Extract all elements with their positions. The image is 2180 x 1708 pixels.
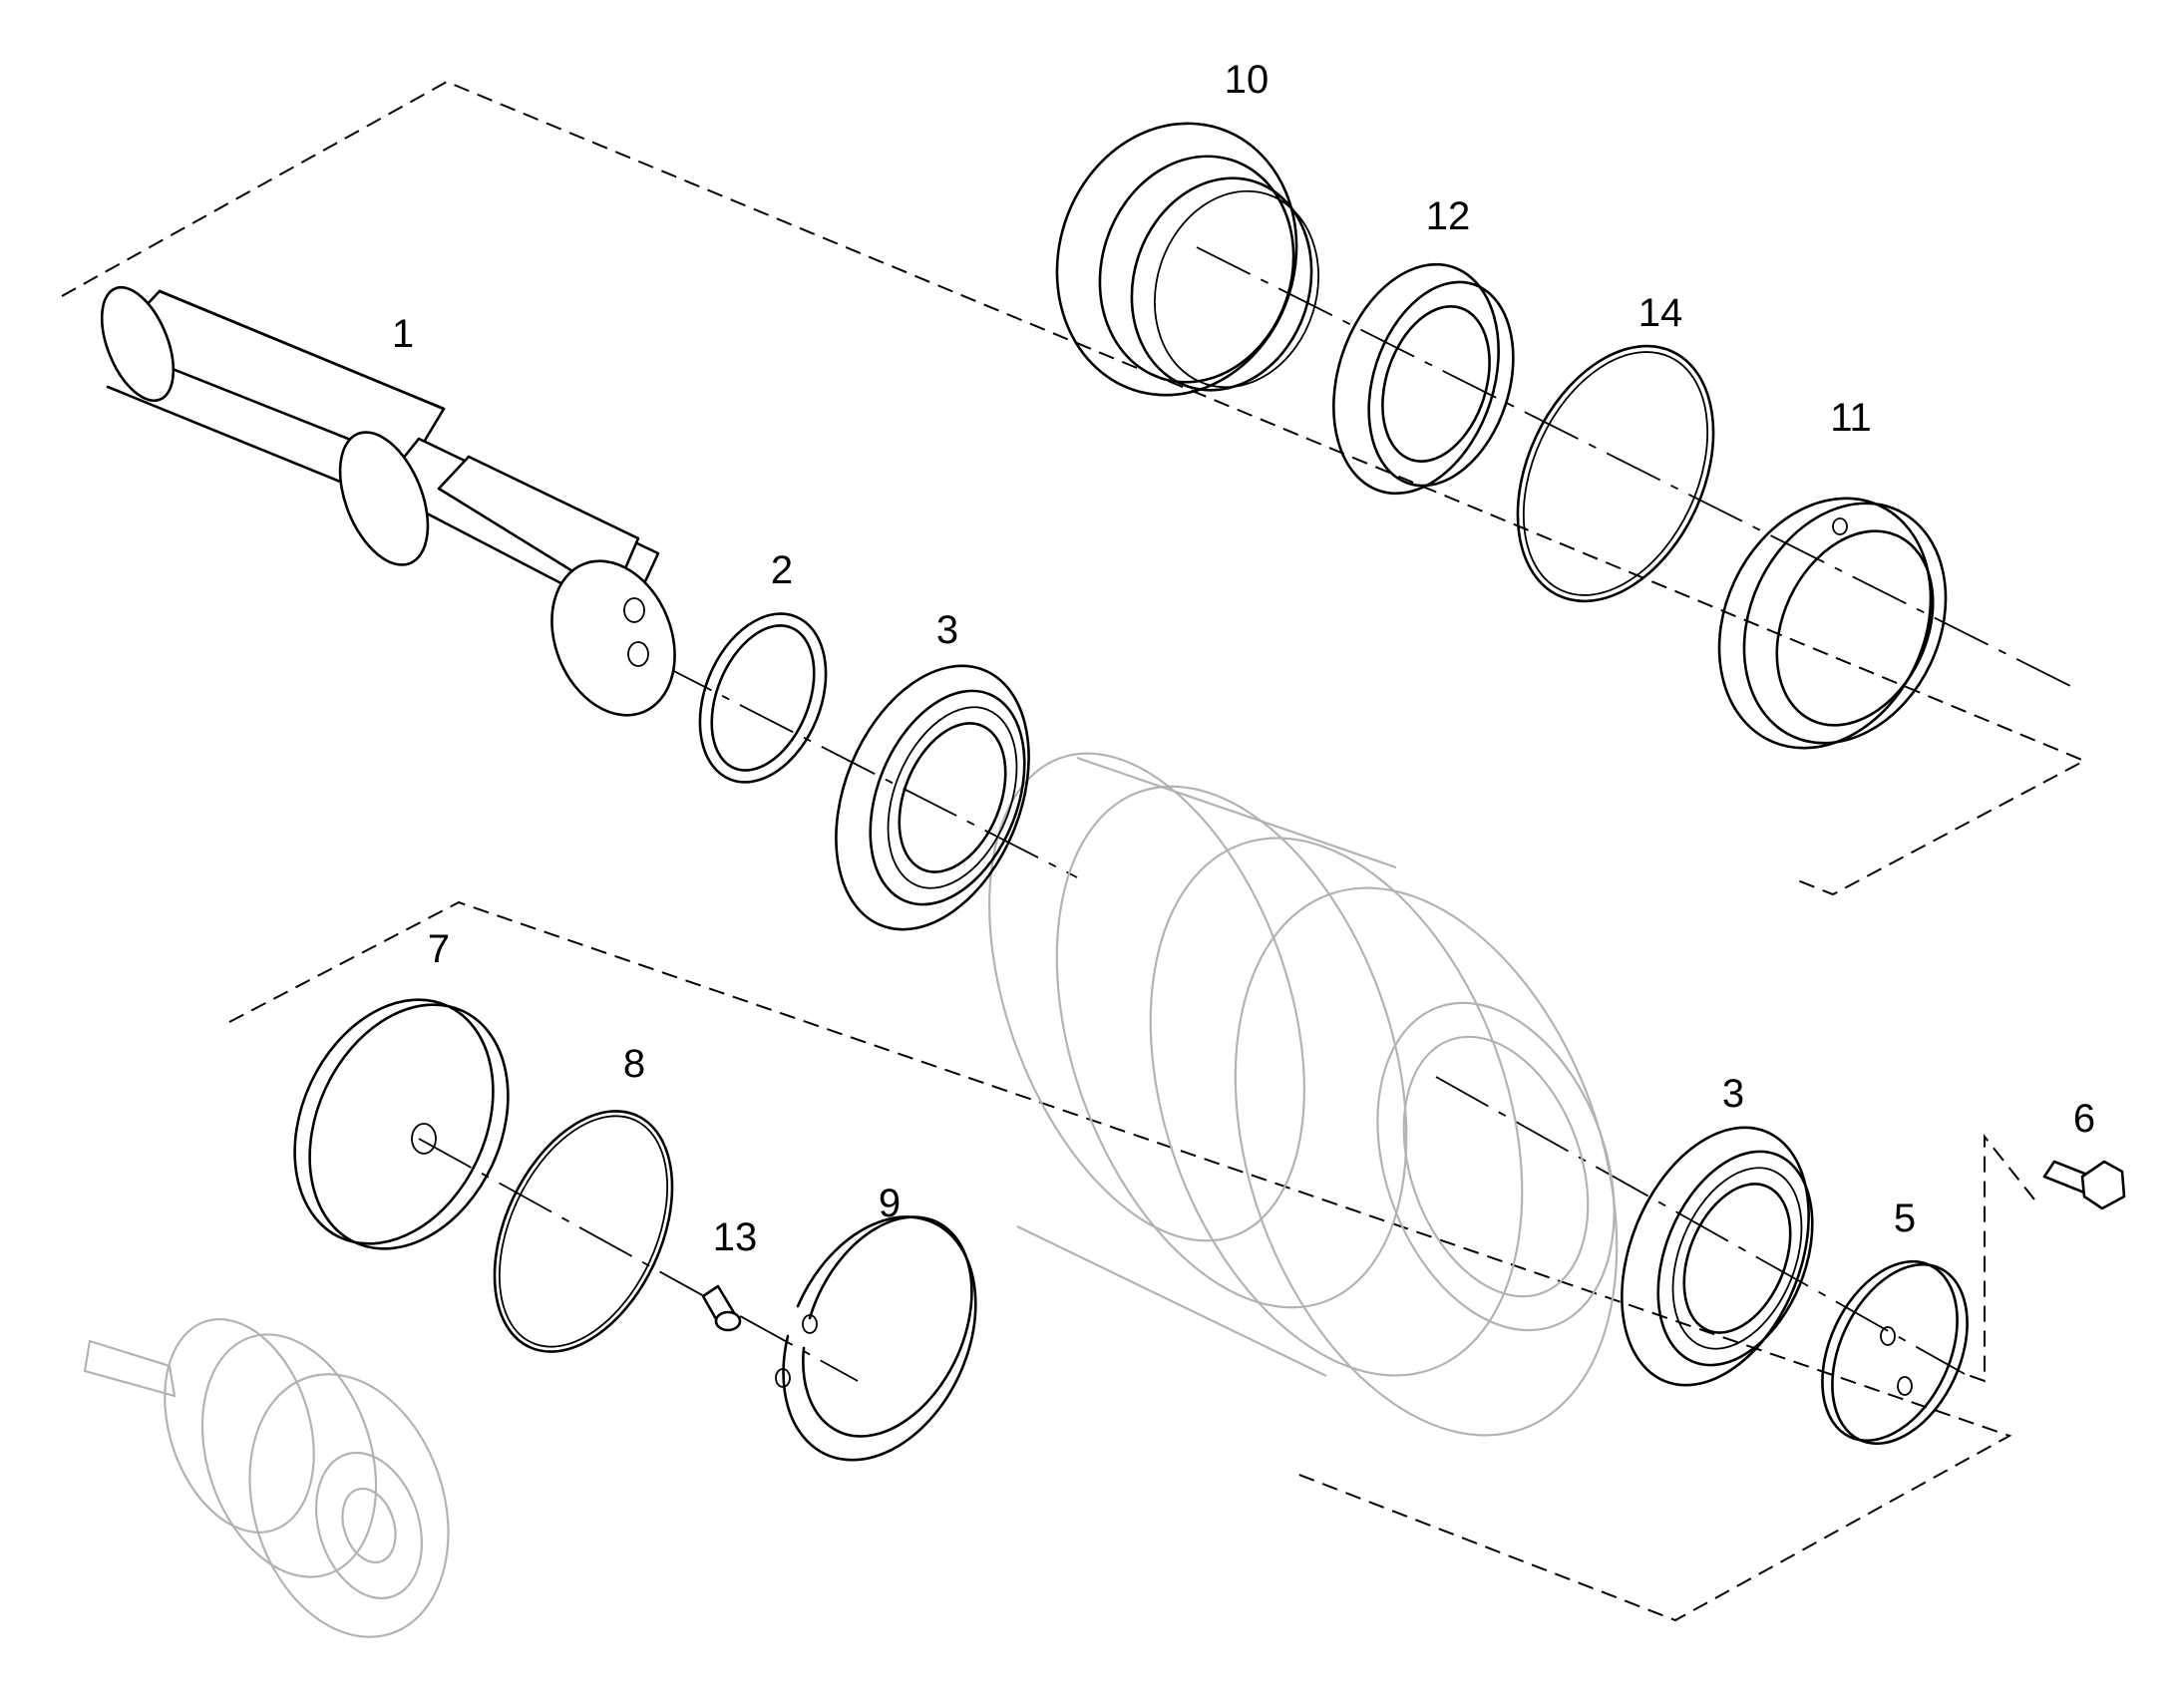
callout-label: 8 (623, 1042, 645, 1086)
callout-label: 6 (2073, 1097, 2095, 1141)
callout-label: 5 (1894, 1196, 1916, 1240)
o-ring-upper-part (1516, 344, 1715, 603)
callout-label: 13 (713, 1215, 758, 1259)
upper-axis-line (657, 662, 1078, 878)
bolt-part (2042, 1160, 2126, 1210)
shaft-part (100, 285, 676, 717)
roller-bearing-lower-part (1621, 1126, 1814, 1387)
retainer-ring-part (1717, 497, 1948, 750)
plate-part (1821, 1259, 1969, 1446)
ring-part (698, 612, 828, 784)
lower-axis-line (418, 1138, 859, 1382)
callout-label: 10 (1225, 58, 1270, 102)
upper-right-axis-line (1196, 246, 2075, 689)
callout-label: 1 (392, 312, 414, 356)
cover-part (293, 998, 510, 1250)
roller-ghost (988, 752, 1619, 1437)
plug-part (701, 1284, 742, 1332)
callout-label: 12 (1426, 194, 1471, 238)
callout-label: 7 (428, 927, 450, 971)
lower-group-frame (228, 900, 2012, 1622)
callout-label: 9 (879, 1182, 901, 1225)
callout-label: 14 (1638, 291, 1683, 335)
callout-labels: 1 2 3 10 12 14 11 7 8 13 9 3 6 5 (392, 58, 2095, 1259)
callout-label: 11 (1830, 396, 1872, 440)
bolt-bracket (1964, 1134, 2035, 1383)
seal-housing-part (1055, 122, 1320, 397)
callout-label: 2 (771, 548, 793, 592)
o-ring-lower-part (493, 1110, 674, 1353)
callout-label: 3 (936, 608, 958, 652)
callout-label: 3 (1722, 1072, 1744, 1116)
roller-thumbnail-ghost (83, 1318, 450, 1638)
roller-bearing-upper-part (835, 664, 1030, 931)
seal-part (1332, 262, 1515, 496)
snap-ring-part (775, 1215, 977, 1462)
